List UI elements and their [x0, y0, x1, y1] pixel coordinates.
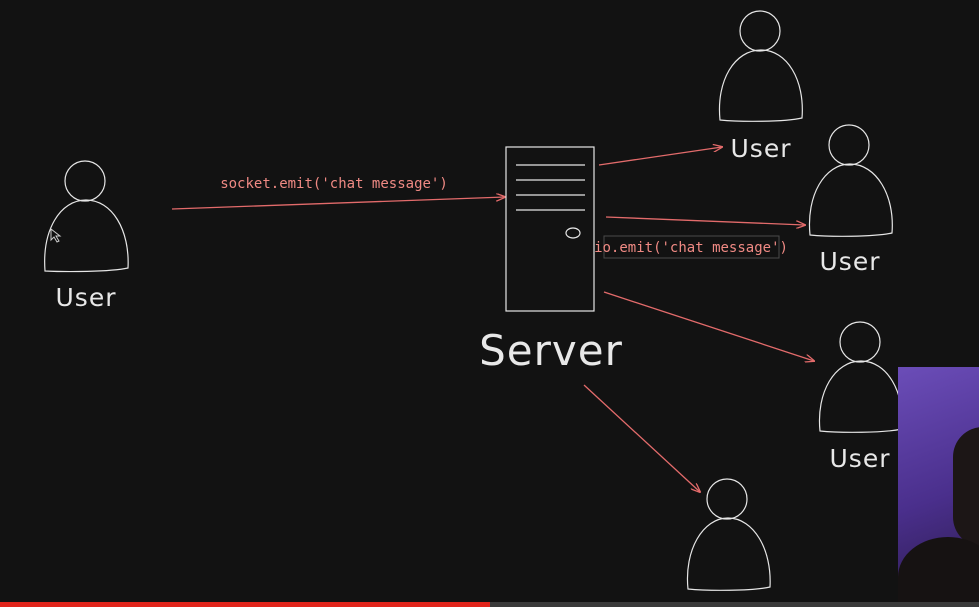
webcam-overlay [898, 367, 979, 602]
mouse-cursor-icon [50, 227, 62, 243]
arrow-sender-to-server [171, 197, 505, 210]
sender-user-icon [44, 160, 129, 273]
receiver-user-4-icon [686, 478, 771, 591]
receiver-user-1-icon [718, 10, 803, 122]
presenter-body [898, 537, 979, 602]
server-label: Server [479, 326, 623, 375]
receiver-user-3-label: User [830, 444, 891, 473]
socket-emit-label: socket.emit('chat message') [220, 176, 448, 192]
server-icon [505, 146, 595, 312]
arrow-server-to-user-1 [598, 147, 722, 166]
arrow-server-to-user-2 [605, 216, 805, 225]
sender-user-label: User [56, 283, 117, 312]
io-emit-box [603, 235, 780, 259]
io-emit-label: io.emit('chat message') [594, 240, 788, 256]
arrow-server-to-user-4 [583, 384, 700, 492]
video-progress-fill [0, 602, 490, 607]
presenter-head [953, 427, 979, 547]
receiver-user-2-icon [808, 124, 893, 237]
receiver-user-1-label: User [731, 134, 792, 163]
receiver-user-3-icon [818, 321, 903, 433]
receiver-user-2-label: User [820, 247, 881, 276]
arrow-server-to-user-3 [603, 291, 814, 361]
video-progress-bar[interactable] [0, 602, 979, 607]
